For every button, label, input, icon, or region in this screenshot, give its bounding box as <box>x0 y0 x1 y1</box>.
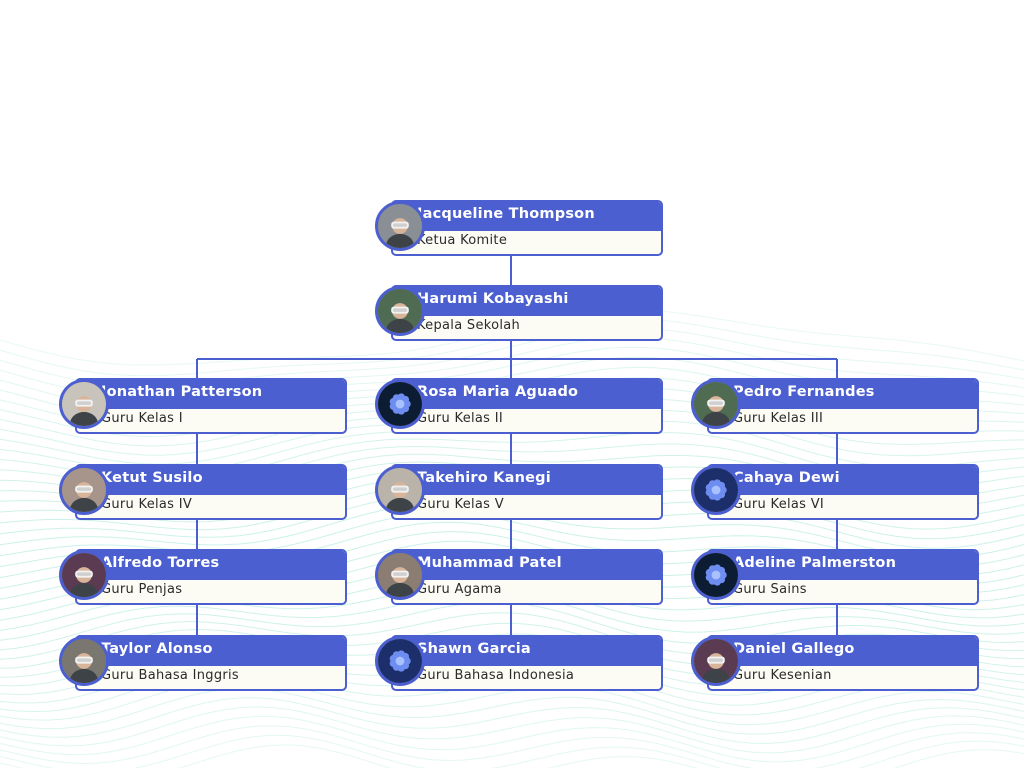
person-vr-headset-icon <box>691 379 741 429</box>
member-role: Guru Kelas I <box>101 411 183 426</box>
member-role: Guru Kelas V <box>417 497 504 512</box>
member-role: Guru Sains <box>733 582 807 597</box>
member-name: Jacqueline Thompson <box>417 206 595 222</box>
person-vr-headset-icon <box>59 465 109 515</box>
member-role: Ketua Komite <box>417 233 508 248</box>
member-name: Daniel Gallego <box>733 641 855 657</box>
member-role: Guru Bahasa Indonesia <box>417 668 575 683</box>
member-name: Harumi Kobayashi <box>417 291 569 307</box>
org-card-teacher[interactable]: Muhammad Patel Guru Agama <box>375 549 663 605</box>
member-name: Taylor Alonso <box>101 641 213 657</box>
member-name: Shawn Garcia <box>417 641 531 657</box>
member-name: Ketut Susilo <box>101 470 203 486</box>
member-name: Rosa Maria Aguado <box>417 384 579 400</box>
blue-flower-icon <box>375 636 425 686</box>
org-card-teacher[interactable]: Cahaya Dewi Guru Kelas VI <box>691 464 979 520</box>
member-name: Muhammad Patel <box>417 555 562 571</box>
member-name: Adeline Palmerston <box>733 555 897 571</box>
org-card-root[interactable]: Jacqueline Thompson Ketua Komite <box>375 200 663 256</box>
member-name: Cahaya Dewi <box>733 470 840 486</box>
member-role: Guru Agama <box>417 582 502 597</box>
member-name: Pedro Fernandes <box>733 384 875 400</box>
member-role: Guru Kelas III <box>733 411 824 426</box>
person-vr-headset-icon <box>59 550 109 600</box>
member-name: Alfredo Torres <box>101 555 220 571</box>
member-role: Guru Penjas <box>101 582 183 597</box>
org-card-teacher[interactable]: Adeline Palmerston Guru Sains <box>691 549 979 605</box>
org-card-teacher[interactable]: Takehiro Kanegi Guru Kelas V <box>375 464 663 520</box>
org-card-teacher[interactable]: Taylor Alonso Guru Bahasa Inggris <box>59 635 347 691</box>
member-role: Guru Kelas IV <box>101 497 193 512</box>
person-vr-headset-icon <box>59 379 109 429</box>
member-name: Takehiro Kanegi <box>417 470 551 486</box>
member-name: Jonathan Patterson <box>101 384 263 400</box>
member-role: Kepala Sekolah <box>417 318 521 333</box>
member-role: Guru Kelas VI <box>733 497 825 512</box>
member-role: Guru Kelas II <box>417 411 503 426</box>
person-vr-headset-icon <box>375 201 425 251</box>
person-vr-headset-icon <box>375 465 425 515</box>
person-vr-headset-icon <box>375 286 425 336</box>
org-card-teacher[interactable]: Shawn Garcia Guru Bahasa Indonesia <box>375 635 663 691</box>
member-role: Guru Bahasa Inggris <box>101 668 239 683</box>
person-vr-headset-icon <box>691 636 741 686</box>
org-card-teacher[interactable]: Ketut Susilo Guru Kelas IV <box>59 464 347 520</box>
org-card-teacher[interactable]: Daniel Gallego Guru Kesenian <box>691 635 979 691</box>
org-card-head[interactable]: Harumi Kobayashi Kepala Sekolah <box>375 285 663 341</box>
person-vr-headset-icon <box>59 636 109 686</box>
org-card-teacher[interactable]: Jonathan Patterson Guru Kelas I <box>59 378 347 434</box>
org-card-teacher[interactable]: Pedro Fernandes Guru Kelas III <box>691 378 979 434</box>
org-card-teacher[interactable]: Rosa Maria Aguado Guru Kelas II <box>375 378 663 434</box>
blue-flower-icon <box>375 379 425 429</box>
member-role: Guru Kesenian <box>733 668 832 683</box>
org-card-teacher[interactable]: Alfredo Torres Guru Penjas <box>59 549 347 605</box>
person-vr-headset-icon <box>375 550 425 600</box>
blue-flower-icon <box>691 465 741 515</box>
blue-flower-icon <box>691 550 741 600</box>
